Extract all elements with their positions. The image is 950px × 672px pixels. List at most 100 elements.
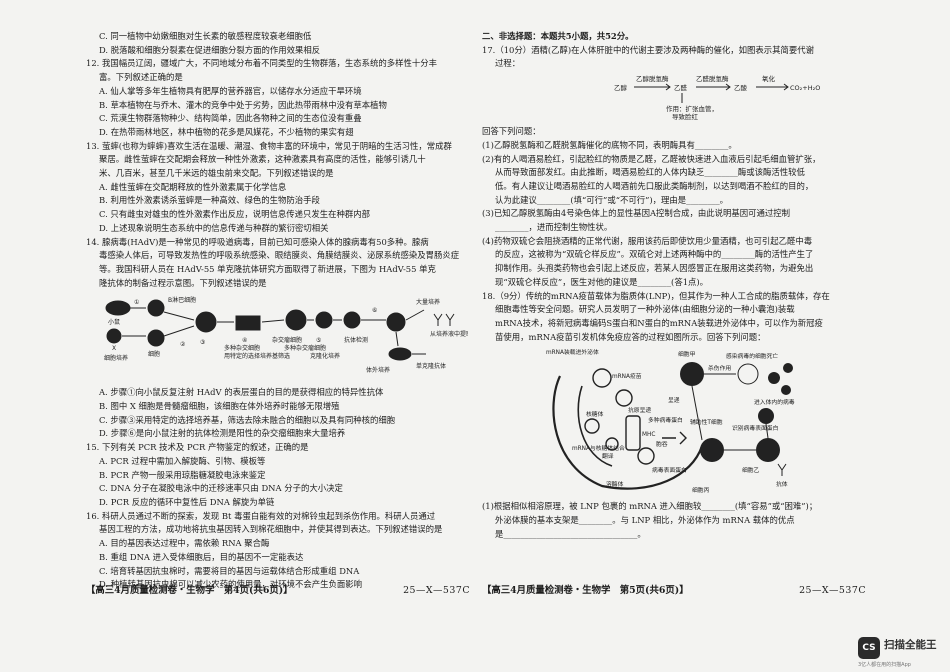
option-line: C. 步骤③采用特定的选择培养基，筛选去除未融合的细胞以及具有同种核的细胞 xyxy=(99,414,396,425)
subquestion-line: (2)有的人喝酒易脸红，引起脸红的物质是乙醛，乙醛被快速进入血液后引起毛细血管扩… xyxy=(482,153,821,164)
figure-label: MHC xyxy=(642,432,655,438)
figure-label: mRNA装载进外泌体 xyxy=(546,348,599,356)
text-line: C. 同一植物中幼嫩细胞对生长素的敏感程度较衰老细胞低 xyxy=(99,31,312,41)
text-line: 抑制作用。头孢类药物也会引起上述反应，若某人因感冒正在服用这类药物，为避免出 xyxy=(495,263,814,274)
figure-label: 杀伤作用 xyxy=(708,364,731,372)
option-line: D. 步骤⑥是向小鼠注射的抗体检测是阳性的杂交瘤细胞来大量培养 xyxy=(99,428,346,439)
scanner-tagline: 3亿人都在用的扫描App xyxy=(858,662,911,668)
subquestion-line: (1)根据相似相溶原理，被 LNP 包裹的 mRNA 进入细胞较________… xyxy=(482,501,818,512)
option-line: B. 重组 DNA 进入受体细胞后，目的基因不一定能表达 xyxy=(99,551,304,562)
figure-label: 感染病毒的细胞死亡 xyxy=(726,352,778,360)
page-footer: 【高三4月质量检测卷・生物学 第4页(共6页)】 25—X—537C xyxy=(86,584,470,598)
figure-label: ① xyxy=(134,299,139,306)
figure-label: 乙醇 xyxy=(614,83,628,92)
option-line: A. PCR 过程中需加入解旋酶、引物、模板等 xyxy=(99,455,266,466)
figure-label: 乙醛脱氢酶 xyxy=(696,74,729,83)
text-line: 等。我国科研人员在 HAdV-55 单克隆抗体研究方面取得了新进展，下图为 HA… xyxy=(99,263,436,274)
text-line: 低。有人建议让喝酒易脸红的人喝酒前先口服此类酶制剂，以达到喝酒不脸红的目的， xyxy=(495,180,814,191)
subquestion-line: (1)乙醇脱氢酶和乙醛脱氢酶催化的底物不同，表明酶具有________。 xyxy=(482,139,737,150)
option-line: A. 步骤①向小鼠反复注射 HAdV 的表层蛋白的目的是获得相应的特异性抗体 xyxy=(99,387,384,398)
scanner-logo: CS xyxy=(858,637,880,659)
text-line: 外泌体膜的基本支架是________。与 LNP 相比，外泌体作为 mRNA 载… xyxy=(495,515,795,526)
option-line: D. 种植转基因抗虫棉可以减少农药的使用量，对环境不会产生负面影响 xyxy=(99,579,362,590)
option-line: D. 在热带雨林地区，林中植物的花多是风媒花，不少植物的果实有翅 xyxy=(99,126,354,137)
text-line: 聚居。雌性萤蟀在交配期会释放一种性外激素，这种激素具有高度的活性，能够引诱几十 xyxy=(99,154,426,165)
mrna-vaccine-figure: mRNA装载进外泌体 mRNA疫苗 细胞甲 杀伤作用 感染病毒的细胞死亡 进入体… xyxy=(542,346,866,496)
option-line: A. 仙人掌等多年生植物具有肥厚的营养器官，以储存水分适应干旱环境 xyxy=(99,85,362,96)
figure-label: B淋巴细胞 xyxy=(168,296,196,304)
figure-label: 核糖体 xyxy=(586,410,604,418)
text-line: 米、几百米，甚至几千米远的雄虫前来交配。下列叙述错误的是 xyxy=(99,168,334,179)
figure-label: 翻译 xyxy=(602,452,614,460)
option-line: B. 利用性外激素诱杀萤蟀是一种高效、绿色的生物防治手段 xyxy=(99,195,320,206)
text-line: 苗使用，mRNA疫苗引发机体免疫应答的过程如图所示。回答下列问题： xyxy=(495,331,766,342)
figure-label: ⑥ xyxy=(372,307,377,314)
figure-label: 胞吞 xyxy=(656,440,668,448)
page-footer: 【高三4月质量检测卷・生物学 第5页(共6页)】 25—X—537C xyxy=(482,584,866,598)
text-line: mRNA技术，将新冠病毒编码S蛋白和N蛋白的mRNA装载进外泌体中，可以作为新冠… xyxy=(495,317,823,328)
option-line: B. 草本植物在与乔木、灌木的竞争中处于劣势，因此热带雨林中没有草本植物 xyxy=(99,99,387,110)
figure-label: 作用：扩张血管， xyxy=(666,104,718,113)
text-line: 细胞毒性等安全问题。研究人员发明了一种外泌体(由细胞分泌的一种小囊泡)装载 xyxy=(495,304,795,315)
figure-label: 细胞 xyxy=(148,350,160,358)
figure-label: 进入体内的病毒 xyxy=(754,398,795,406)
question-13-stem: 13. 萤蟀(也称为蟀蟀)喜欢生活在温暖、潮湿、食物丰富的环境中，常见于阴暗的生… xyxy=(86,140,452,151)
option-line: C. 只有雌虫对雄虫的性外激素作出反应，说明信息传递只发生在种群内部 xyxy=(99,209,371,220)
figure-label: 杂交瘤细胞 xyxy=(272,336,302,344)
figure-label: ② xyxy=(180,341,186,348)
figure-label: 多种病毒蛋白 xyxy=(648,416,683,424)
subquestion-line: (4)药物双硫仑会阻挠酒精的正常代谢，服用该药后即使饮用少量酒精，也可引起乙醛中… xyxy=(482,235,813,246)
question-17-stem: 17.（10分）酒精(乙醇)在人体肝脏中的代谢主要涉及两种酶的催化，如图表示其简… xyxy=(482,44,815,55)
questions-14-16: A. 步骤①向小鼠反复注射 HAdV 的表层蛋白的目的是获得相应的特异性抗体 B… xyxy=(86,386,470,592)
footer-code: 25—X—537C xyxy=(403,585,470,596)
exam-page-4: C. 同一植物中幼嫩细胞对生长素的敏感程度较衰老细胞低 D. 脱落酸和细胞分裂素… xyxy=(86,0,472,640)
text-line: 毒感染人体后，可导致发热性的呼吸系统感染、眼结膜炎、角膜结膜炎、泌尿系统感染及胃… xyxy=(99,250,460,261)
figure-label: 从培养液中提取 xyxy=(430,330,468,338)
alcohol-metabolism-figure: 乙醇脱氢酶 乙醛脱氢酶 氧化 乙醇 乙醛 乙酸 CO₂+H₂O 作用：扩张血管，… xyxy=(612,73,866,125)
figure-label: 辅助性T细胞 xyxy=(690,418,723,426)
figure-label: 细胞乙 xyxy=(742,466,760,474)
figure-label: 乙酸 xyxy=(734,83,748,92)
figure-label: 抗原呈递 xyxy=(628,406,651,414)
figure-label: 呈递 xyxy=(668,396,680,404)
question-12-stem: 12. 我国幅员辽阔，疆域广大，不同地域分布着不同类型的生物群落，生态系统的多样… xyxy=(86,58,437,69)
section-title: 二、非选择题：本题共5小题，共52分。 xyxy=(482,31,634,41)
figure-label: CO₂+H₂O xyxy=(790,84,820,92)
figure-label: 乙醇脱氢酶 xyxy=(636,74,669,83)
text-line: 隆抗体的制备过程示意图。下列叙述错误的是 xyxy=(99,277,267,288)
figure-label: 抗体检测 xyxy=(344,336,368,344)
option-line: C. 培育转基因抗虫棉时，需要将目的基因与运载体结合形成重组 DNA xyxy=(99,565,360,576)
question-18-body: (1)根据相似相溶原理，被 LNP 包裹的 mRNA 进入细胞较________… xyxy=(482,500,866,541)
figure-label: 导致脸红 xyxy=(672,112,699,121)
monoclonal-antibody-figure: 小鼠 X 细胞培养 B淋巴细胞 细胞 ① ② ③ 多种杂交细胞 用特定的选择培养… xyxy=(96,292,472,384)
question-16-stem: 16. 科研人员通过不断的探索，发现 Bt 毒蛋白能有效的对棉铃虫起到杀伤作用。… xyxy=(86,510,436,521)
option-line: B. PCR 产物一般采用琼脂糖凝胶电泳来鉴定 xyxy=(99,469,266,480)
text-line: 是________________________________。 xyxy=(495,528,646,539)
question-15-stem: 15. 下列有关 PCR 技术及 PCR 产物鉴定的叙述，正确的是 xyxy=(86,442,309,453)
option-line: B. 图中 X 细胞是骨髓瘤细胞，该细胞在体外培养时能够无限增殖 xyxy=(99,401,340,412)
text-line: ________，进而控制生物性状。 xyxy=(495,222,613,233)
text-line: 回答下列问题： xyxy=(482,126,541,137)
option-line: C. DNA 分子在凝胶电泳中的迁移速率只由 DNA 分子的大小决定 xyxy=(99,483,343,494)
question-18-stem: 18.（9分）传统的mRNA疫苗载体为脂质体(LNP)，但其作为一种人工合成的脂… xyxy=(482,290,830,301)
figure-label: 细胞培养 xyxy=(104,354,128,362)
text-line: 富。下列叙述正确的是 xyxy=(99,72,183,83)
text-line: 认为此建议________(填“可行”或“不可行”)，理由是________。 xyxy=(495,194,729,205)
text-line: D. 脱落酸和细胞分裂素在促进细胞分裂方面的作用效果相反 xyxy=(99,44,321,55)
option-line: D. 上述现象说明生态系统中的信息传递与种群的繁衍密切相关 xyxy=(99,222,329,233)
figure-label: 用特定的选择培养基筛选 xyxy=(224,352,290,360)
figure-label: 识别病毒表面蛋白 xyxy=(732,424,778,432)
figure-label: ④ xyxy=(242,337,247,344)
option-line: C. 荒漠生物群落物种少、结构简单，因此各物种之间的生态位没有重叠 xyxy=(99,113,362,124)
figure-label: ⑤ xyxy=(316,337,321,344)
figure-label: 氧化 xyxy=(762,74,776,83)
figure-label: 乙醛 xyxy=(674,83,688,92)
figure-label: 多种杂交瘤细胞 xyxy=(284,344,326,352)
figure-label: 溶酶体 xyxy=(606,480,624,488)
figure-label: mRNA疫苗 xyxy=(612,372,642,380)
text-line: 的反应，这被称为“双硫仑样反应”。双硫仑对上述两种酶中的________酶的活性… xyxy=(495,249,814,260)
footer-title: 【高三4月质量检测卷・生物学 第5页(共6页)】 xyxy=(482,585,689,596)
figure-label: 细胞甲 xyxy=(678,350,696,358)
text-line: 现“双硫仑样反应”，医生对他的建议是________(答1点)。 xyxy=(495,276,709,287)
option-line: A. 目的基因表达过程中，需依赖 RNA 聚合酶 xyxy=(99,538,270,549)
